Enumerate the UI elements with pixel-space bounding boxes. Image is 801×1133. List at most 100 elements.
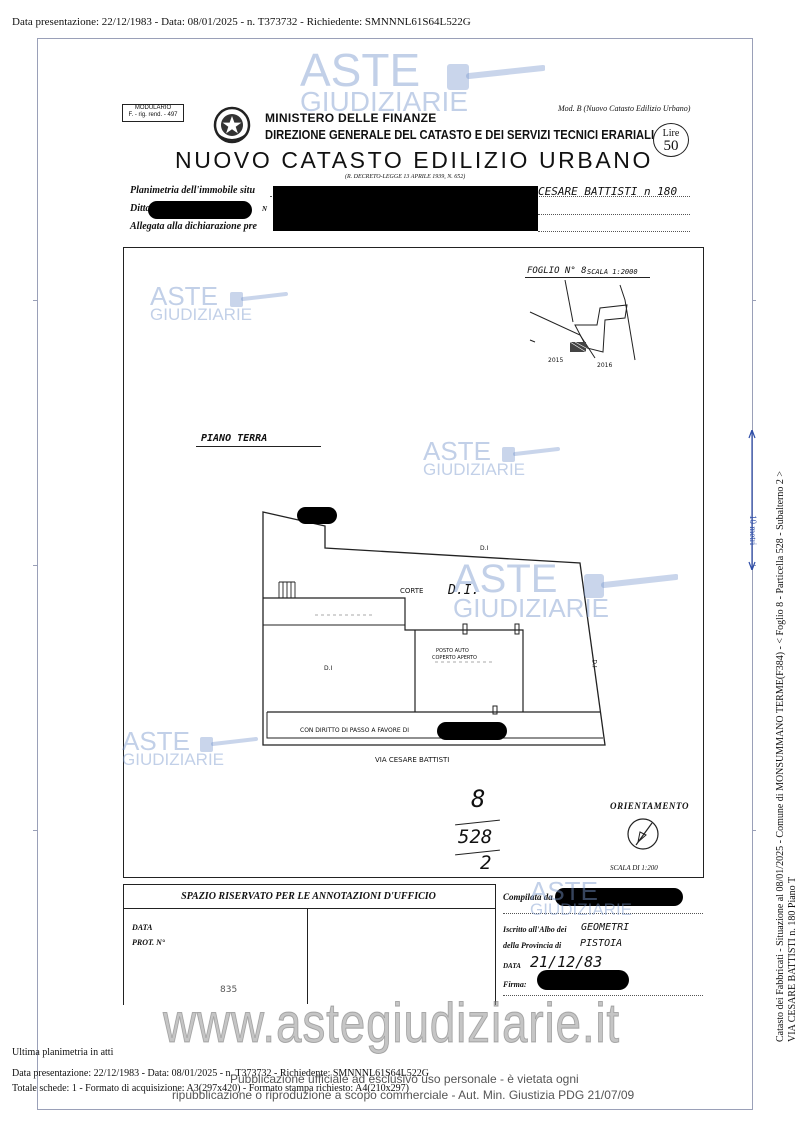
orientamento-label: ORIENTAMENTO: [610, 801, 690, 811]
frame-bottom: [37, 1109, 753, 1110]
frame-tick: [33, 830, 37, 831]
gavel-icon: [230, 292, 288, 307]
provincia-label: della Provincia di: [503, 941, 562, 950]
piano-underline: [196, 446, 321, 447]
annotations-box: [123, 884, 496, 1005]
decreto-reference: (R. DECRETO-LEGGE 13 APRILE 1939, N. 652…: [345, 174, 466, 180]
particella-number: 528: [458, 826, 493, 848]
data-value: 21/12/83: [530, 953, 603, 971]
planimetria-drawing-frame: [123, 247, 704, 878]
lire-label: Lire: [662, 128, 680, 139]
floor-plan: [262, 511, 606, 746]
provincia-value: PISTOIA: [580, 938, 623, 949]
watermark-logo: ASTE GIUDIZIARIE: [530, 876, 633, 919]
annotations-title: SPAZIO RISERVATO PER LE ANNOTAZIONI D'UF…: [181, 891, 436, 902]
gavel-icon: [502, 447, 560, 462]
dimension-label-left: D.I: [324, 665, 333, 672]
frame-tick: [752, 300, 756, 301]
watermark-aste: ASTE: [122, 726, 190, 756]
iscritto-value: GEOMETRI: [581, 922, 630, 933]
lire-stamp: Lire 50: [653, 123, 689, 157]
allegata-label: Allegata alla dichiarazione pre: [130, 221, 257, 232]
coperto-aperto-label: COPERTO APERTO: [432, 655, 477, 661]
watermark-logo: ASTE GIUDIZIARIE: [453, 557, 610, 624]
scale-bar-label: 10 metri: [748, 515, 758, 546]
planimetria-value: CESARE BATTISTI n 180: [538, 185, 678, 198]
direzione-heading: DIREZIONE GENERALE DEL CATASTO E DEI SER…: [265, 127, 655, 142]
foglio-scale: SCALA 1:2000: [587, 268, 638, 276]
via-label: VIA CESARE BATTISTI: [375, 756, 450, 764]
iscritto-label: Iscritto all'Albo dei: [503, 925, 567, 934]
planimetria-label: Planimetria dell'immobile situ: [130, 185, 256, 196]
foglio-number: 8: [471, 785, 486, 813]
scale-bar: [748, 430, 756, 570]
firma-dotline: [503, 995, 703, 996]
redaction-block: [273, 186, 538, 231]
piano-label: PIANO TERRA: [201, 433, 268, 444]
watermark-giudiziarie: GIUDIZIARIE: [150, 304, 253, 324]
frame-tick: [33, 300, 37, 301]
watermark-logo: ASTE GIUDIZIARIE: [423, 436, 526, 479]
compilata-label: Compilata da: [503, 892, 553, 902]
watermark-logo: ASTE GIUDIZIARIE: [300, 44, 469, 118]
subalterno-number: 2: [480, 852, 492, 874]
side-catasto-text: Catasto dei Fabbricati - Situazione al 0…: [775, 471, 799, 1042]
publication-notice-1: Pubblicazione ufficiale ad esclusivo uso…: [230, 1072, 579, 1086]
frame-left: [37, 38, 38, 1110]
redaction-pill: [437, 722, 507, 740]
foglio-underline: [525, 277, 650, 278]
ultima-planimetria: Ultima planimetria in atti: [12, 1047, 114, 1058]
map-number-2015: 2015: [548, 357, 564, 364]
corte-label: CORTE: [400, 587, 424, 595]
watermark-logo: ASTE GIUDIZIARIE: [150, 281, 253, 324]
annotation-number-mark: 835: [220, 985, 238, 995]
ditta-dotline: [538, 214, 690, 215]
foglio-map-inset: [529, 280, 636, 361]
allegata-dotline: [538, 231, 690, 232]
annotations-separator: [123, 908, 495, 909]
dimension-label-top: D.I: [480, 545, 489, 552]
footer-line-2: Totale schede: 1 - Formato di acquisizio…: [12, 1083, 409, 1094]
publication-notice-2: ripubblicazione o riproduzione a scopo c…: [172, 1088, 635, 1102]
mod-b-label: Mod. B (Nuovo Catasto Edilizio Urbano): [558, 104, 691, 113]
di-label: D.I.: [448, 583, 480, 598]
watermark-logo: ASTE GIUDIZIARIE: [122, 726, 225, 769]
watermark-giudiziarie: GIUDIZIARIE: [300, 86, 469, 118]
footer-line-1: Data presentazione: 22/12/1983 - Data: 0…: [12, 1068, 429, 1079]
watermark-giudiziarie: GIUDIZIARIE: [423, 459, 526, 479]
side-text-line-2: VIA CESARE BATTISTI n. 180 Piano T: [787, 876, 798, 1042]
annotations-divider: [307, 908, 308, 1004]
redaction-pill: [555, 888, 683, 906]
watermark-aste: ASTE: [453, 557, 558, 601]
gavel-icon: [447, 64, 545, 90]
prot-label: PROT. N°: [132, 938, 166, 947]
frame-top: [37, 38, 753, 39]
frame-tick: [752, 830, 756, 831]
document-title: NUOVO CATASTO EDILIZIO URBANO: [175, 147, 653, 173]
redaction-pill: [297, 507, 337, 524]
ministero-heading: MINISTERO DELLE FINANZE: [265, 111, 437, 125]
ditta-label: Ditta: [130, 203, 151, 214]
watermark-aste: ASTE: [300, 44, 421, 96]
posto-auto-label: POSTO AUTO: [436, 648, 469, 654]
firma-label: Firma:: [503, 980, 527, 989]
lire-value: 50: [663, 138, 679, 154]
watermark-aste: ASTE: [423, 436, 491, 466]
compass-icon: [627, 818, 659, 850]
data-label: DATA: [132, 923, 153, 932]
redaction-pill: [537, 970, 629, 990]
compilata-dotline: [503, 913, 703, 914]
watermark-aste: ASTE: [150, 281, 218, 311]
watermark-aste: ASTE: [530, 876, 598, 906]
watermark-giudiziarie: GIUDIZIARIE: [122, 749, 225, 769]
gavel-icon: [584, 574, 678, 598]
ditta-suffix: N: [262, 205, 268, 213]
watermark-giudiziarie: GIUDIZIARIE: [530, 899, 633, 919]
modulario-code: F. - rig. rend. - 497: [128, 112, 178, 118]
foglio-label: FOGLIO N° 8: [527, 266, 587, 276]
website-watermark: www.astegiudiziarie.it: [163, 991, 621, 1055]
modulario-label: MODULARIO: [134, 105, 172, 111]
map-number-2016: 2016: [597, 362, 613, 369]
watermark-giudiziarie: GIUDIZIARIE: [453, 593, 610, 624]
passo-label: CON DIRITTO DI PASSO A FAVORE DI: [300, 727, 409, 734]
